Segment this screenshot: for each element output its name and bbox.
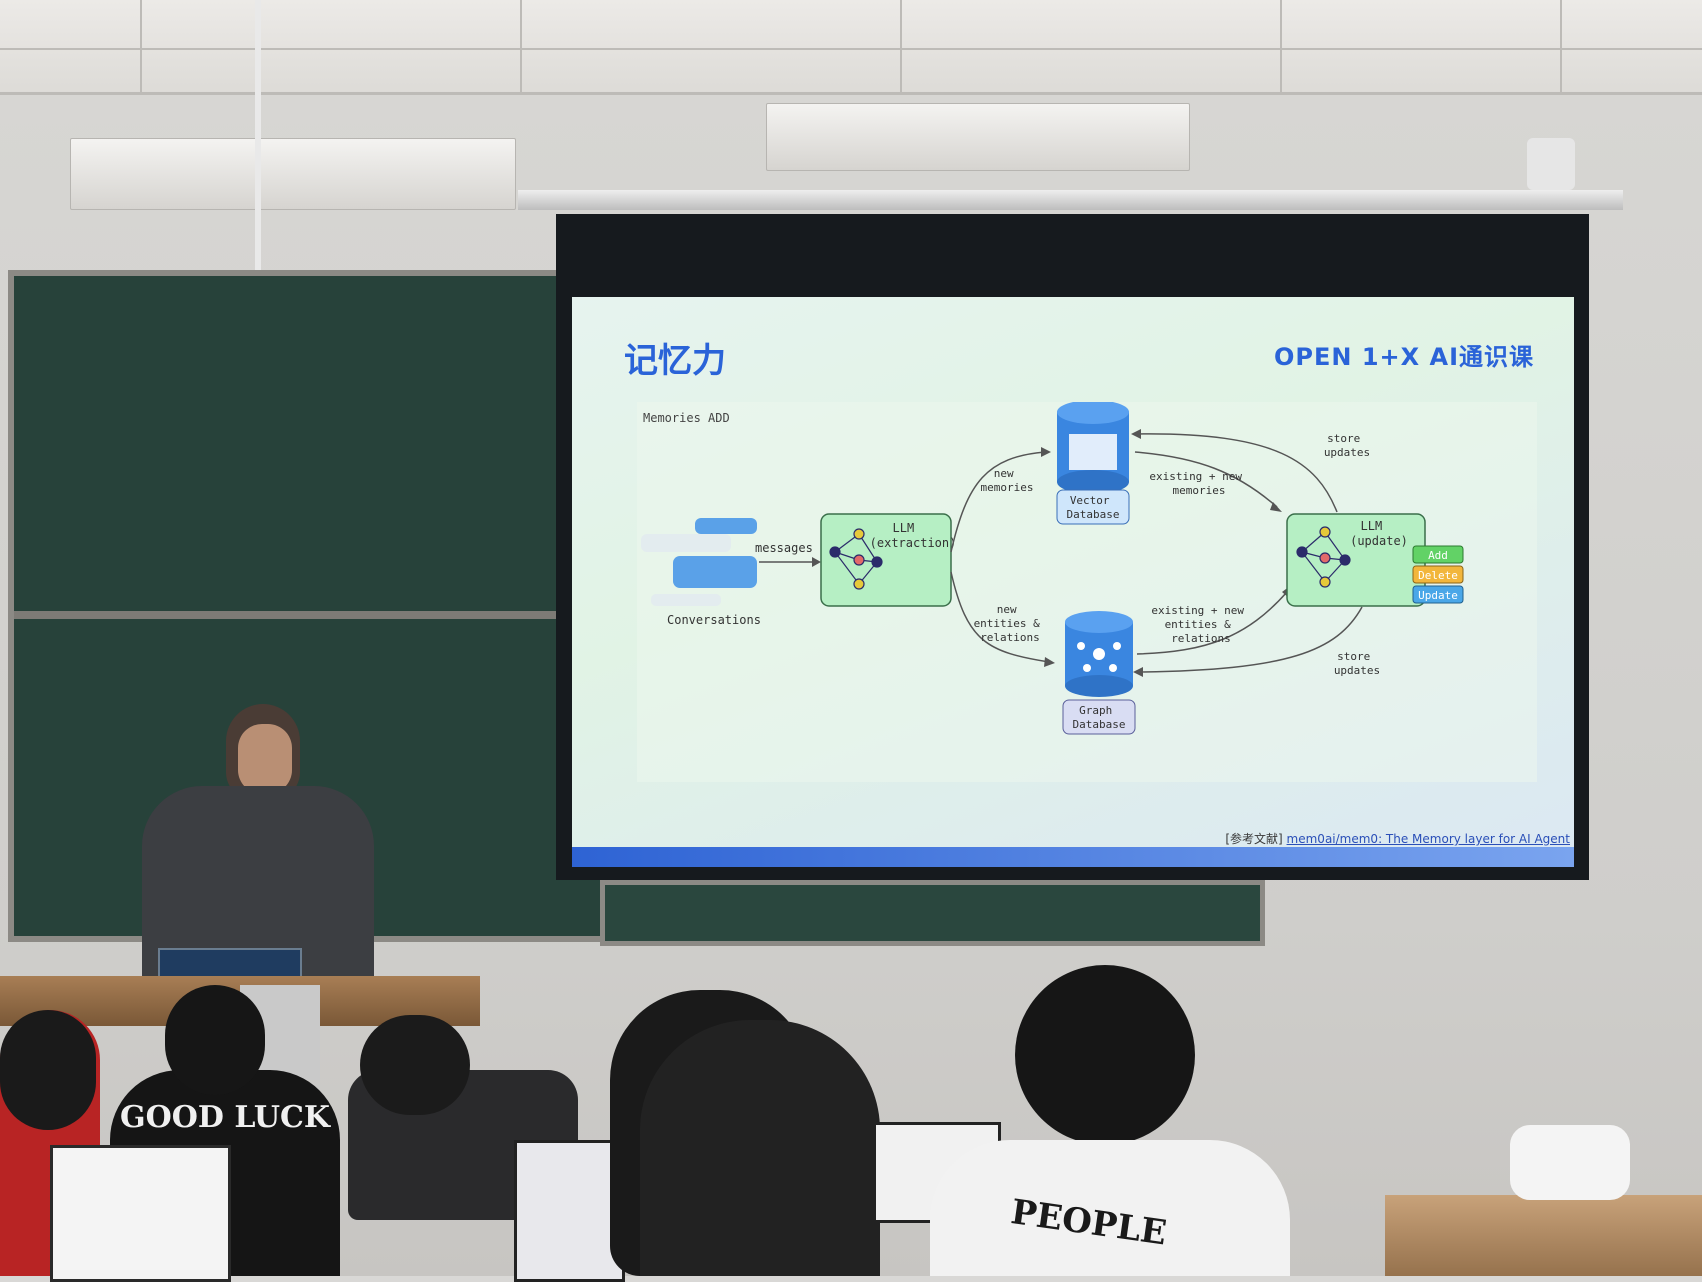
llm-update-label: LLM (update): [1350, 519, 1408, 548]
ceiling-tile-line: [900, 0, 902, 95]
student-head: [360, 1015, 470, 1115]
graph-database-icon: [1065, 611, 1133, 697]
add-badge-label: Add: [1428, 549, 1448, 562]
vector-database-icon: [1057, 402, 1129, 494]
ceiling-tile-line: [520, 0, 522, 95]
laptop-screen: [50, 1145, 231, 1282]
shirt-print-good-luck: GOOD LUCK: [120, 1100, 330, 1135]
update-badge-label: Update: [1418, 589, 1458, 602]
messages-label: messages: [755, 541, 813, 555]
delete-badge: [1412, 565, 1464, 584]
ceiling-lamp: [70, 138, 516, 210]
ceiling-tile-line: [140, 0, 142, 95]
ceiling-tile-line: [1280, 0, 1282, 95]
student-head: [640, 1020, 880, 1276]
microphone-pole: [255, 0, 261, 380]
neural-network-icon: [1296, 526, 1351, 588]
vector-database-label: Vector Database: [1067, 494, 1120, 521]
existing-memories-label: existing + new memories: [1149, 470, 1248, 497]
student-head: [1015, 965, 1195, 1145]
ceiling: [0, 0, 1702, 100]
laptop-screen: [514, 1140, 625, 1282]
ceiling-lamp: [766, 103, 1190, 171]
blackboard-lower: [600, 880, 1265, 946]
existing-entities-label: existing + new entities & relations: [1151, 604, 1250, 645]
add-badge: [1412, 545, 1464, 564]
slide-brand-logo: OPEN 1+X AI通识课: [1274, 343, 1534, 371]
student-head: [165, 985, 265, 1095]
vector-database-box: [1056, 489, 1130, 525]
footer-prefix: [参考文献]: [1225, 832, 1283, 846]
slide-bottom-bar: [572, 847, 1574, 867]
store-updates-top-label: store updates: [1324, 432, 1370, 459]
conversation-bubbles-icon: [641, 518, 757, 606]
ceiling-tile-line: [0, 48, 1702, 50]
neural-network-icon: [829, 528, 883, 590]
ceiling-tile-line: [1560, 0, 1562, 95]
slide-footer: [参考文献] mem0ai/mem0: The Memory layer for…: [1225, 830, 1570, 847]
screen-housing: [518, 190, 1623, 210]
diagram-heading: Memories ADD: [643, 411, 730, 425]
presenter-face: [238, 724, 292, 794]
bag: [1510, 1125, 1630, 1200]
graph-database-label: Graph Database: [1073, 704, 1126, 731]
conversations-label: Conversations: [667, 613, 761, 627]
blackboard-rail: [14, 611, 634, 619]
slide: 记忆力 OPEN 1+X AI通识课 Memories ADD Conversa…: [572, 297, 1574, 867]
new-memories-label: new memories: [981, 467, 1034, 494]
delete-badge-label: Delete: [1418, 569, 1458, 582]
update-badge: [1412, 585, 1464, 604]
new-entities-label: new entities & relations: [974, 603, 1047, 644]
store-updates-bottom-label: store updates: [1334, 650, 1380, 677]
desk: [1385, 1195, 1702, 1276]
llm-extraction-label: LLM (extraction): [870, 521, 957, 550]
slide-title: 记忆力: [624, 341, 726, 381]
student: [930, 1140, 1290, 1276]
ceiling-tile-line: [0, 92, 1702, 95]
student-head: [0, 1010, 96, 1130]
memory-diagram: Memories ADD Conversations messages LLM …: [637, 402, 1537, 782]
footer-reference-link[interactable]: mem0ai/mem0: The Memory layer for AI Age…: [1286, 832, 1570, 846]
speaker: [1527, 138, 1575, 190]
graph-database-box: [1062, 699, 1136, 735]
